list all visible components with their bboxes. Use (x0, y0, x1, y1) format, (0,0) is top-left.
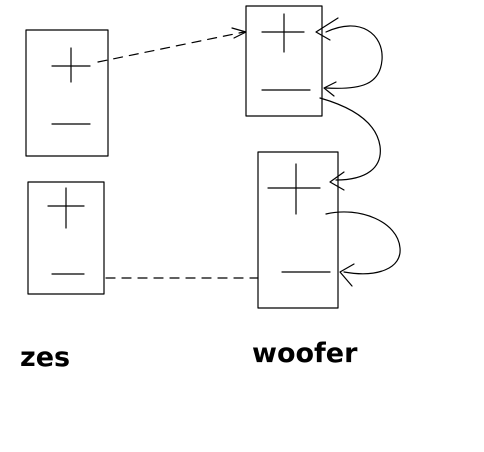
woofer-bottom-box (257, 151, 339, 309)
woofer-top-box (245, 5, 323, 117)
zes-caption: zes (20, 342, 70, 373)
zes-top-plus-terminal (51, 47, 91, 83)
wire-zes-plus-to-woofer-plus (97, 27, 247, 63)
arrowhead (329, 171, 345, 191)
arrowhead (231, 27, 247, 39)
zes-bottom-box (27, 181, 105, 295)
wire-woofer-top-loop (315, 17, 383, 97)
arrowhead (315, 17, 339, 41)
wire-woofer-link (319, 97, 381, 191)
woofer-caption: woofer (252, 338, 358, 369)
arrowhead (339, 263, 355, 287)
arrowhead (323, 81, 337, 97)
zes-bottom-plus-terminal (47, 187, 85, 229)
zes-top-box (25, 29, 109, 157)
wire-woofer-bottom-loop (325, 211, 401, 287)
woofer-bottom-plus-terminal (267, 163, 321, 215)
woofer-top-plus-terminal (261, 13, 305, 53)
